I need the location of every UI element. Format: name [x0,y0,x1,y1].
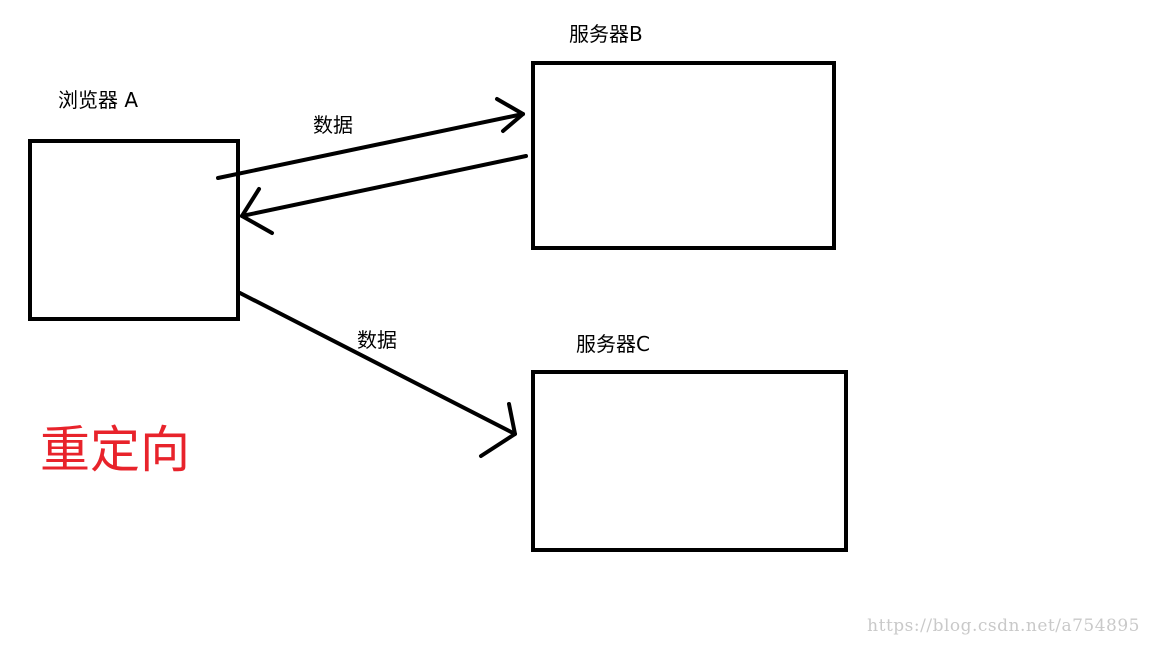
server-b-label: 服务器B [569,22,643,46]
arrow-a-to-c [238,291,517,458]
arrow-b-to-a [240,154,528,235]
browser-a-box [28,139,240,321]
watermark-url: https://blog.csdn.net/a754895 [867,616,1140,636]
server-b-box [531,61,836,250]
diagram-title: 重定向 [40,421,190,479]
browser-a-label: 浏览器 A [58,88,139,112]
server-c-box [531,370,848,552]
arrow-a-to-b [216,97,525,180]
server-c-label: 服务器C [576,332,650,356]
edge-a-to-c-label: 数据 [357,328,397,352]
edge-a-to-b-label: 数据 [313,113,353,137]
